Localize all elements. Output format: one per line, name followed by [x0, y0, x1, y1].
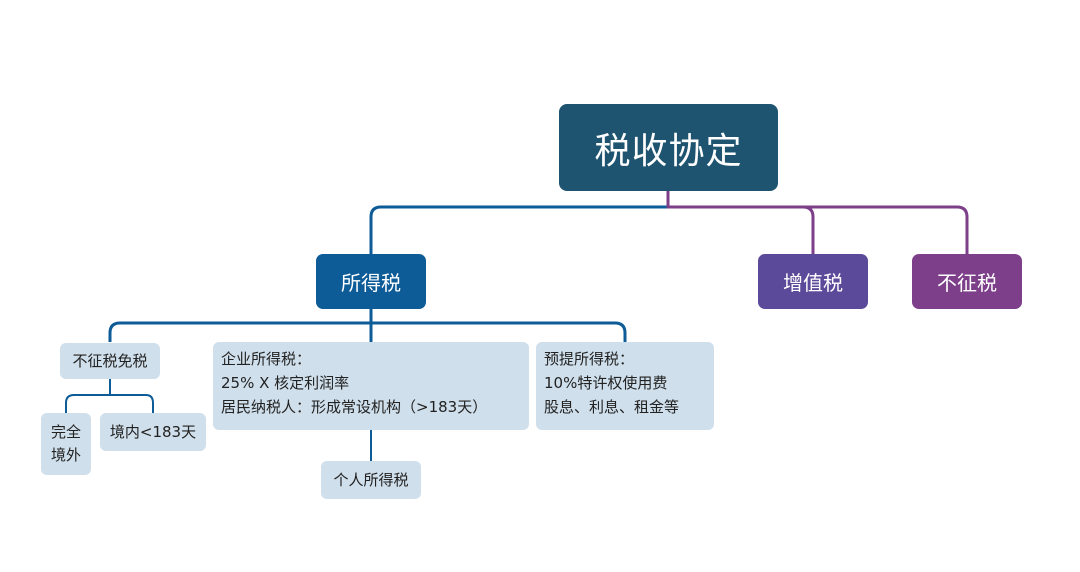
exemption-label: 不征税免税: [72, 352, 148, 370]
full-abroad-line-2: 境外: [50, 446, 81, 464]
root-label: 税收协定: [594, 130, 743, 172]
individual-income-tax-label: 个人所得税: [333, 471, 409, 489]
node-full-abroad: 完全 境外: [41, 413, 91, 475]
domestic-lt-183-label: 境内<183天: [109, 423, 197, 441]
node-domestic-lt-183: 境内<183天: [100, 413, 206, 451]
corporate-line-1: 企业所得税：: [221, 350, 312, 368]
root-node-tax-treaty: 税收协定: [559, 104, 778, 191]
connector-root-income-tax: [369, 191, 670, 254]
not-levied-label: 不征税: [937, 271, 997, 295]
withholding-line-3: 股息、利息、租金等: [544, 398, 680, 416]
income-tax-label: 所得税: [341, 271, 401, 295]
corporate-line-2: 25% X 核定利润率: [221, 374, 350, 392]
node-not-levied: 不征税: [912, 254, 1022, 309]
node-corporate-income-tax: 企业所得税： 25% X 核定利润率 居民纳税人：形成常设机构（>183天）: [213, 342, 529, 430]
full-abroad-line-1: 完全: [50, 423, 81, 441]
connector-root-not-levied: [803, 205, 969, 254]
vat-label: 增值税: [783, 271, 843, 295]
node-vat: 增值税: [758, 254, 868, 309]
withholding-line-2: 10%特许权使用费: [544, 374, 668, 392]
corporate-line-3: 居民纳税人：形成常设机构（>183天）: [221, 398, 488, 416]
connector-root-vat: [666, 191, 815, 254]
node-withholding-income-tax: 预提所得税： 10%特许权使用费 股息、利息、租金等: [536, 342, 714, 430]
node-individual-income-tax: 个人所得税: [321, 461, 421, 499]
node-income-tax: 所得税: [316, 254, 426, 309]
node-exemption: 不征税免税: [60, 343, 160, 379]
connector-income-tax-children: [108, 309, 627, 342]
withholding-line-1: 预提所得税：: [544, 350, 635, 368]
connector-exemption-children: [65, 379, 154, 413]
